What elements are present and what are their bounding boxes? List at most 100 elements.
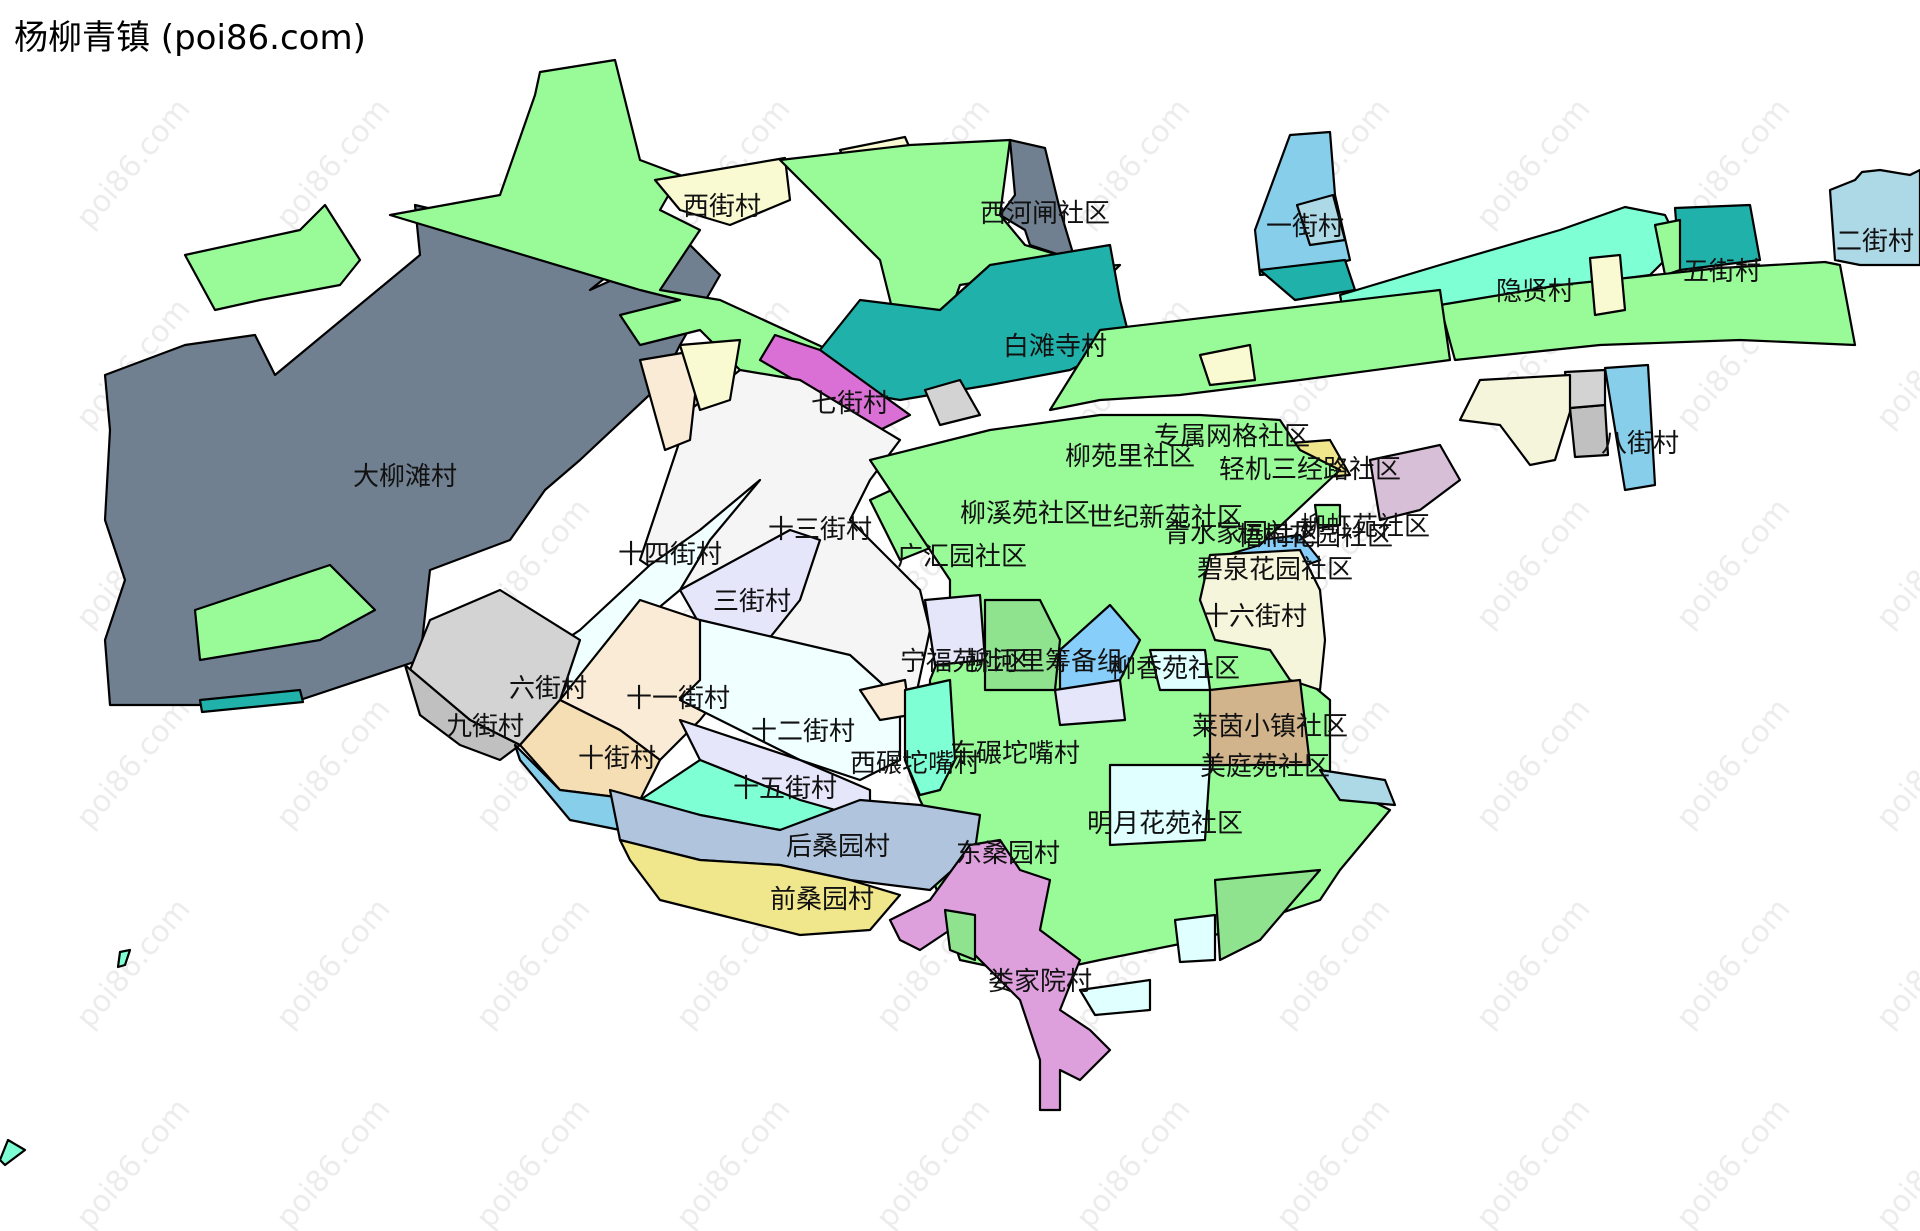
region-label: 十六街村 — [1203, 602, 1307, 632]
watermark-text: poi86.com — [269, 892, 397, 1035]
watermark-text: poi86.com — [1869, 892, 1920, 1035]
region-label: 九街村 — [446, 712, 524, 742]
regions-layer: 大柳滩村大柳滩村-inner大柳滩村-north大柳滩村-strip西街村西街村… — [0, 58, 1920, 1167]
region-label: 十五街村 — [733, 774, 837, 804]
region-label: 娄家院村 — [988, 967, 1092, 997]
region-polygon[interactable]: cornsilk-strip — [1198, 343, 1257, 387]
region-label: 莱茵小镇社区 — [1192, 712, 1348, 742]
region-label: 柳虹苑社区 — [1300, 512, 1430, 542]
region-polygon[interactable]: 大柳滩村-north — [183, 203, 362, 312]
region-polygon[interactable]: 九街村 — [403, 663, 522, 762]
region-polygon[interactable]: 白-wedge — [638, 348, 702, 452]
region-polygon[interactable]: 西街村-top — [653, 156, 792, 227]
region-label: 二街村 — [1836, 227, 1914, 257]
region-label: 柳香苑社区 — [1110, 654, 1240, 684]
region-polygon[interactable]: 柳河里筹备组 — [1058, 603, 1142, 692]
region-label: 大柳滩村 — [353, 462, 457, 492]
region-polygon[interactable]: 大柳滩村-inner — [193, 563, 377, 662]
region-label: 东桑园村 — [956, 839, 1060, 869]
region-polygon[interactable]: 碧泉-green — [1313, 503, 1342, 530]
watermark-text: poi86.com — [1069, 1092, 1197, 1231]
region-polygon[interactable]: 隐贤村-c — [1588, 253, 1627, 317]
watermark-text: poi86.com — [1669, 892, 1797, 1035]
region-label: 明月花苑社区 — [1087, 809, 1243, 839]
region-label: 广汇园社区 — [897, 542, 1027, 572]
map-title: 杨柳青镇 (poi86.com) — [14, 18, 366, 58]
region-polygon[interactable]: tiny-sw-2 — [0, 1138, 27, 1167]
region-polygon[interactable]: 一街村-inner — [1295, 193, 1347, 247]
watermark-text: poi86.com — [69, 692, 197, 835]
region-polygon[interactable]: 大柳滩村-strip — [198, 688, 305, 714]
region-polygon[interactable]: 十二街村 — [678, 618, 902, 782]
watermark-text: poi86.com — [469, 1092, 597, 1231]
region-label: 隐贤村 — [1496, 277, 1574, 307]
region-polygon[interactable]: tiny-sw-1 — [116, 948, 132, 969]
watermark-text: poi86.com — [1669, 1092, 1797, 1231]
region-polygon[interactable]: 五街村-green — [1653, 218, 1682, 277]
watermark-text: poi86.com — [1869, 492, 1920, 635]
region-label: 十四街村 — [618, 540, 722, 570]
region-polygon[interactable]: 前桑园村 — [618, 838, 902, 937]
watermark-text: poi86.com — [69, 92, 197, 235]
region-polygon[interactable]: 明月花苑社区 — [1108, 763, 1212, 847]
region-label: 十二街村 — [751, 717, 855, 747]
watermark-text: poi86.com — [1469, 692, 1597, 835]
region-polygon[interactable]: 二街村 — [1828, 168, 1920, 267]
watermark-text: poi86.com — [269, 1092, 397, 1231]
region-label: 白滩寺村 — [1003, 332, 1107, 362]
region-label: 梧桐花园社区 — [1237, 522, 1393, 552]
watermark-text: poi86.com — [1869, 692, 1920, 835]
region-label: 轻机三经路社区 — [1219, 455, 1401, 485]
region-polygon[interactable]: 娄家院村 — [888, 838, 1112, 1112]
region-polygon[interactable]: 五街村-main — [1438, 260, 1857, 362]
region-polygon[interactable]: 东碾坨嘴-lav — [1053, 678, 1127, 727]
region-polygon[interactable]: beige-east — [1458, 373, 1572, 467]
region-polygon[interactable]: 轻机三经路社区 — [1368, 443, 1462, 522]
labels-layer: 大柳滩村西街村西河闸社区一街村隐贤村五街村二街村白滩寺村七街村专属网格社区柳苑里… — [353, 192, 1914, 997]
watermark-text: poi86.com — [669, 1092, 797, 1231]
watermark-text: poi86.com — [1469, 492, 1597, 635]
region-polygon[interactable]: 明月-pale-s — [1173, 913, 1217, 964]
watermark-text: poi86.com — [69, 892, 197, 1035]
region-polygon[interactable]: 西碾坨嘴村 — [903, 678, 957, 797]
region-polygon[interactable]: 美庭苑社区 — [1318, 768, 1397, 807]
region-polygon[interactable]: 娄家院-g — [943, 908, 977, 962]
watermark-text: poi86.com — [1669, 692, 1797, 835]
watermark-text: poi86.com — [69, 1092, 197, 1231]
region-label: 西河闸社区 — [980, 199, 1110, 229]
watermark-text: poi86.com — [1269, 1092, 1397, 1231]
region-label: 东碾坨嘴村 — [950, 739, 1080, 769]
region-polygon[interactable]: east-green — [1213, 868, 1322, 962]
region-polygon[interactable]: 七街村 — [758, 333, 912, 432]
region-label: 柳河里筹备组 — [967, 647, 1123, 677]
region-label: 青水家园社区 — [1164, 519, 1320, 549]
region-label: 五街村 — [1683, 257, 1761, 287]
region-label: 碧泉花园社区 — [1197, 555, 1353, 585]
watermark-text: poi86.com — [1469, 92, 1597, 235]
region-label: 前桑园村 — [770, 885, 874, 915]
region-label: 八街村 — [1601, 429, 1679, 459]
region-label: 宁福苑社区 — [900, 647, 1030, 677]
region-label: 美庭苑社区 — [1200, 752, 1330, 782]
region-polygon[interactable]: 八街村 — [1603, 363, 1657, 492]
region-polygon[interactable]: cornsilk-wedge — [678, 338, 742, 412]
watermark-text: poi86.com — [1869, 1092, 1920, 1231]
watermark-text: poi86.com — [1869, 292, 1920, 435]
region-label: 三街村 — [713, 587, 791, 617]
region-label: 后桑园村 — [786, 832, 890, 862]
region-polygon[interactable]: 娄家院-pale — [1078, 978, 1152, 1017]
region-label: 一街村 — [1266, 212, 1344, 242]
region-polygon[interactable]: 七街村-light — [923, 378, 982, 427]
region-label: 柳苑里社区 — [1065, 442, 1195, 472]
region-polygon[interactable]: 宁福苑社区 — [923, 593, 987, 667]
region-polygon[interactable]: 十六街村 — [1198, 548, 1327, 692]
region-label: 世纪新苑社区 — [1087, 503, 1243, 533]
region-polygon[interactable]: 西碾坨嘴-dg — [983, 598, 1062, 692]
region-polygon[interactable]: 西河闸社区 — [998, 138, 1077, 262]
region-polygon[interactable]: 莱茵小镇社区 — [1208, 678, 1312, 767]
region-label: 七街村 — [811, 389, 889, 419]
region-label: 十三街村 — [768, 515, 872, 545]
watermark-text: poi86.com — [1469, 892, 1597, 1035]
region-label: 十街村 — [578, 744, 656, 774]
